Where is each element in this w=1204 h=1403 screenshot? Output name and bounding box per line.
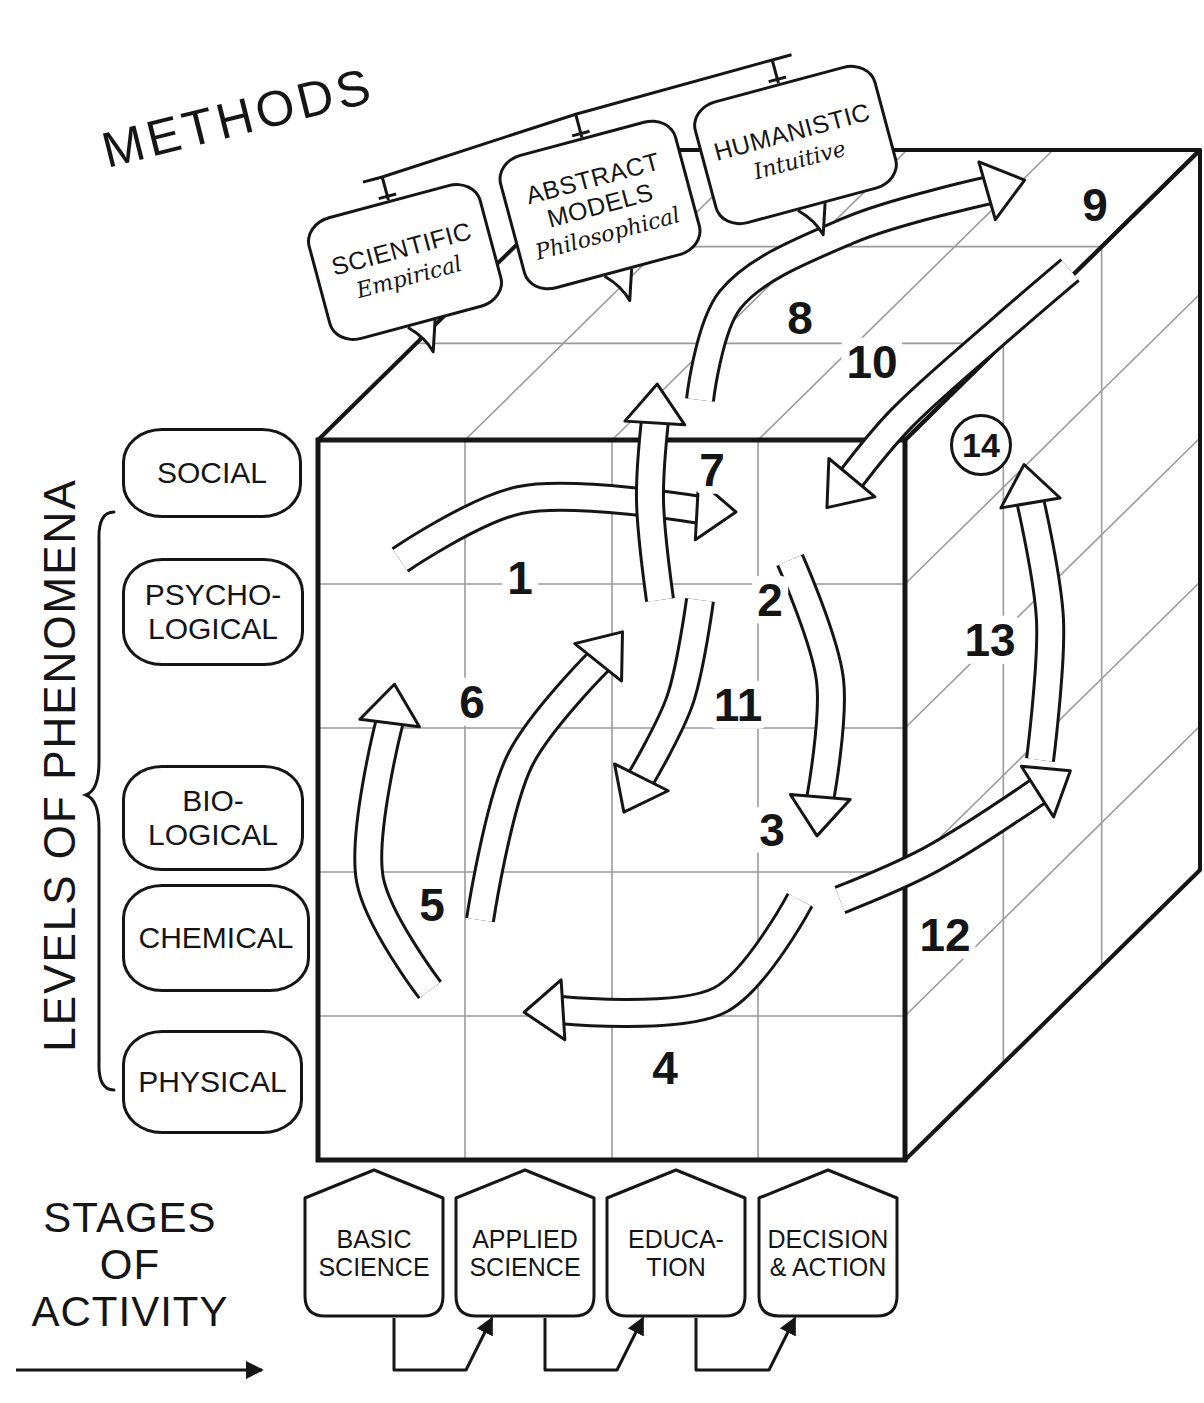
cube-front-face (318, 440, 905, 1160)
grid-line (905, 726, 1200, 1016)
block-arrow (615, 600, 700, 812)
callout-number: 2 (752, 576, 788, 624)
arrow-band (790, 560, 831, 800)
method-box: ABSTRACT MODELSPhilosophical (493, 114, 707, 297)
stage-box: APPLIED SCIENCE (454, 1168, 596, 1318)
stages-arrow (16, 1369, 262, 1372)
node-title: BIO- LOGICAL (137, 784, 289, 851)
callout-number: 11 (709, 681, 768, 729)
arrow-head (790, 795, 850, 836)
grid-line (318, 871, 905, 873)
stage-outline (607, 1170, 745, 1316)
flow-arrow (394, 1318, 492, 1370)
node-title: 14 (962, 426, 1000, 464)
callout-number: 13 (959, 616, 1020, 664)
grid-line (464, 440, 466, 1160)
arrow-band-outline (840, 790, 1040, 900)
arrow-band (560, 900, 800, 1013)
arrow-band-outline (650, 420, 660, 600)
arrow-band (650, 420, 660, 600)
axis-heading: LEVELS OF PHENOMENA (37, 478, 83, 1051)
callout-number: 3 (754, 806, 790, 854)
level-box: PHYSICAL (122, 1030, 303, 1134)
grid-line (611, 440, 613, 1160)
node-title: PHYSICAL (138, 1065, 286, 1099)
block-arrow (480, 632, 622, 920)
level-box: PSYCHO- LOGICAL (122, 558, 304, 666)
arrow-head (1001, 464, 1060, 507)
block-arrow (524, 900, 800, 1040)
callout-number: 9 (1077, 181, 1113, 229)
stage-outline (305, 1170, 443, 1316)
brace (86, 512, 114, 1090)
callout-circle: 14 (950, 414, 1012, 476)
block-arrow (827, 270, 1070, 508)
stage-box: EDUCA- TION (605, 1168, 747, 1318)
callout-number: 8 (782, 294, 818, 342)
arrow-head (524, 980, 565, 1040)
method-box: HUMANISTICIntuitive (687, 59, 903, 232)
level-box: BIO- LOGICAL (122, 765, 304, 871)
arrow-head (827, 458, 875, 507)
flow-arrow (545, 1318, 643, 1370)
arrow-band-outline (790, 560, 831, 800)
block-arrow (400, 480, 736, 560)
callout-number: 4 (647, 1044, 683, 1092)
axis-heading: STAGES OF ACTIVITY (31, 1194, 228, 1335)
level-box: CHEMICAL (122, 884, 310, 992)
arrow-head (360, 684, 420, 726)
axis-heading: METHODS (97, 59, 379, 177)
arrow-head (1021, 766, 1070, 817)
stage-outline (759, 1170, 897, 1316)
arrow-head (575, 632, 623, 681)
node-title: PSYCHO- LOGICAL (137, 578, 289, 645)
stage-box: BASIC SCIENCE (303, 1168, 445, 1318)
flow-arrow (696, 1318, 795, 1370)
arrow-band-outline (1030, 500, 1050, 760)
stage-box: DECISION & ACTION (757, 1168, 899, 1318)
arrow-head (625, 384, 685, 425)
node-title: APPLIED SCIENCE (469, 1225, 580, 1281)
level-box: SOCIAL (122, 428, 302, 518)
arrow-head (979, 162, 1025, 220)
arrow-band-outline (480, 660, 600, 920)
node-title: EDUCA- TION (628, 1225, 724, 1281)
callout-number: 1 (502, 554, 538, 602)
method-box: SCIENTIFICEmpirical (302, 177, 509, 347)
callout-number: 6 (454, 678, 490, 726)
arrow-band-outline (560, 900, 800, 1013)
node-title: BASIC SCIENCE (318, 1225, 429, 1281)
node-title: SOCIAL (157, 456, 267, 490)
arrow-band (368, 720, 430, 990)
arrow-band (480, 660, 600, 920)
node-title: CHEMICAL (138, 921, 293, 955)
node-title: DECISION & ACTION (768, 1225, 889, 1281)
arrow-band-outline (368, 720, 430, 990)
callout-number: 7 (694, 446, 730, 494)
arrow-band-outline (640, 600, 700, 780)
block-arrow (790, 560, 850, 836)
callout-number: 5 (414, 881, 450, 929)
block-arrow (625, 384, 685, 600)
grid-line (1101, 247, 1103, 967)
grid-line (757, 440, 759, 1160)
arrow-band (1030, 500, 1050, 760)
grid-line (318, 583, 905, 585)
block-arrow (840, 766, 1070, 900)
arrow-head (615, 764, 669, 812)
arrow-band (640, 600, 700, 780)
callout-number: 12 (914, 911, 975, 959)
callout-number: 10 (841, 338, 902, 386)
block-arrow (1001, 464, 1060, 760)
stage-outline (456, 1170, 594, 1316)
block-arrow (360, 684, 430, 990)
arrow-band (840, 790, 1040, 900)
